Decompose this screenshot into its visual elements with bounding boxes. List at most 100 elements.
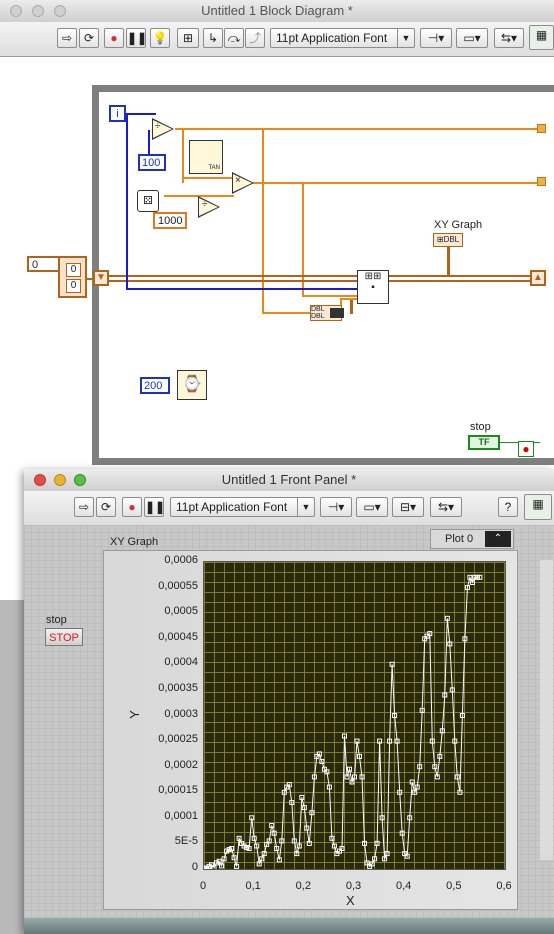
step-into-icon[interactable]: ↳ xyxy=(203,28,223,48)
data-point xyxy=(417,764,423,770)
data-point xyxy=(477,574,483,580)
random-number-icon[interactable]: ⚄ xyxy=(137,190,159,212)
run-continuously-icon[interactable]: ⟳ xyxy=(96,497,116,517)
resize-objects-icon[interactable]: ⊟▾ xyxy=(392,497,424,517)
zoom-button[interactable] xyxy=(54,5,66,17)
divide-node-fill xyxy=(153,120,172,138)
data-point xyxy=(399,830,405,836)
distribute-objects-icon[interactable]: ▭▾ xyxy=(356,497,388,517)
data-point xyxy=(407,815,413,821)
initial-value-constant[interactable]: 0 xyxy=(27,256,60,272)
y-tick-label: 0,0006 xyxy=(164,554,198,566)
align-objects-icon[interactable]: ⊣▾ xyxy=(420,28,452,48)
y-tick-label: 0,0001 xyxy=(164,809,198,822)
data-point xyxy=(344,774,350,780)
divide-node-2-fill xyxy=(199,198,218,216)
close-button[interactable] xyxy=(34,474,46,486)
plot-legend[interactable]: Plot 0 ⌃ xyxy=(430,529,514,549)
distribute-objects-icon[interactable]: ▭▾ xyxy=(456,28,488,48)
data-point xyxy=(347,766,352,772)
y-tick-label: 0,0005 xyxy=(164,605,198,618)
data-point xyxy=(301,805,307,811)
data-point xyxy=(259,856,265,862)
data-point xyxy=(444,615,450,621)
data-point xyxy=(412,789,418,795)
shift-register-wire xyxy=(108,280,533,282)
help-button[interactable]: ? xyxy=(498,497,518,517)
stop-terminal-label: stop xyxy=(470,421,491,433)
data-point xyxy=(424,633,430,639)
data-point xyxy=(349,779,355,785)
y-tick-label: 0,00045 xyxy=(158,630,198,643)
data-point xyxy=(452,738,458,744)
constant-100[interactable]: 100 xyxy=(138,154,166,171)
data-point xyxy=(304,825,310,831)
data-point xyxy=(266,838,272,844)
data-point xyxy=(342,733,347,739)
minimize-button[interactable] xyxy=(54,474,66,486)
highlight-execution-icon[interactable]: 💡 xyxy=(150,28,170,48)
align-objects-icon[interactable]: ⊣▾ xyxy=(320,497,352,517)
stop-terminal-type: TF xyxy=(478,437,490,447)
shift-register-left[interactable]: ▼ xyxy=(93,270,109,286)
data-point xyxy=(442,692,448,698)
multiply-label: × xyxy=(235,175,241,186)
data-point xyxy=(294,851,300,857)
retain-wire-values-icon[interactable]: ⊞ xyxy=(177,28,199,48)
wait-ms-icon[interactable]: ⌚ xyxy=(177,370,207,400)
loop-condition-icon[interactable]: ● xyxy=(518,441,534,457)
vi-icon[interactable]: ▦ xyxy=(524,494,552,520)
data-point xyxy=(447,641,453,647)
data-point xyxy=(269,823,275,828)
data-point xyxy=(397,789,403,795)
run-icon[interactable]: ⇨ xyxy=(57,28,77,48)
wire xyxy=(126,288,358,290)
step-out-icon[interactable]: ⤴ xyxy=(245,28,265,48)
data-point xyxy=(324,769,330,775)
data-point xyxy=(291,838,297,844)
tangent-node[interactable]: TAN xyxy=(189,140,223,174)
reorder-icon[interactable]: ⇆▾ xyxy=(494,28,524,48)
data-point xyxy=(299,794,305,800)
stop-button[interactable]: STOP xyxy=(45,628,83,646)
font-select[interactable]: 11pt Application Font ▼ xyxy=(270,28,415,48)
close-button[interactable] xyxy=(10,5,22,17)
xy-graph-label: XY Graph xyxy=(110,536,159,548)
array-constant[interactable]: 0 0 xyxy=(58,256,87,298)
data-point xyxy=(246,846,252,851)
iteration-terminal[interactable]: i xyxy=(109,105,126,122)
abort-icon[interactable]: ● xyxy=(122,497,142,517)
abort-icon[interactable]: ● xyxy=(104,28,124,48)
pause-icon[interactable]: ❚❚ xyxy=(126,28,147,48)
data-point xyxy=(251,835,257,841)
data-point xyxy=(469,580,475,585)
font-select[interactable]: 11pt Application Font ▼ xyxy=(170,497,315,517)
vertical-scrollbar[interactable] xyxy=(540,560,553,860)
step-over-icon[interactable]: ⤼ xyxy=(224,28,244,48)
block-diagram-titlebar[interactable]: Untitled 1 Block Diagram * xyxy=(0,0,554,23)
y-tick-label: 0,00035 xyxy=(158,681,198,694)
data-point xyxy=(464,585,470,591)
stop-terminal[interactable]: TF xyxy=(468,435,500,450)
x-tick-label: 0 xyxy=(199,880,207,892)
data-point xyxy=(374,840,380,846)
run-continuously-icon[interactable]: ⟳ xyxy=(79,28,99,48)
data-point xyxy=(439,728,445,734)
build-array-node[interactable]: ⊞⊞▪ xyxy=(357,270,389,304)
zoom-button[interactable] xyxy=(74,474,86,486)
constant-200[interactable]: 200 xyxy=(140,377,170,394)
data-point xyxy=(254,843,260,849)
shift-register-right[interactable]: ▲ xyxy=(530,270,546,286)
pause-icon[interactable]: ❚❚ xyxy=(144,497,165,517)
front-panel-titlebar[interactable]: Untitled 1 Front Panel * xyxy=(24,469,554,492)
x-tick-label: 0,1 xyxy=(245,880,261,892)
vi-icon[interactable]: ▦ xyxy=(529,25,554,50)
plot-area[interactable] xyxy=(203,561,506,870)
minimize-button[interactable] xyxy=(32,5,44,17)
constant-1000[interactable]: 1000 xyxy=(153,212,187,229)
run-icon[interactable]: ⇨ xyxy=(74,497,94,517)
y-tick-label: 0,0003 xyxy=(164,707,198,720)
reorder-icon[interactable]: ⇆▾ xyxy=(430,497,462,517)
data-point xyxy=(314,753,320,759)
xy-graph-terminal[interactable]: ⊞DBL xyxy=(433,233,463,247)
